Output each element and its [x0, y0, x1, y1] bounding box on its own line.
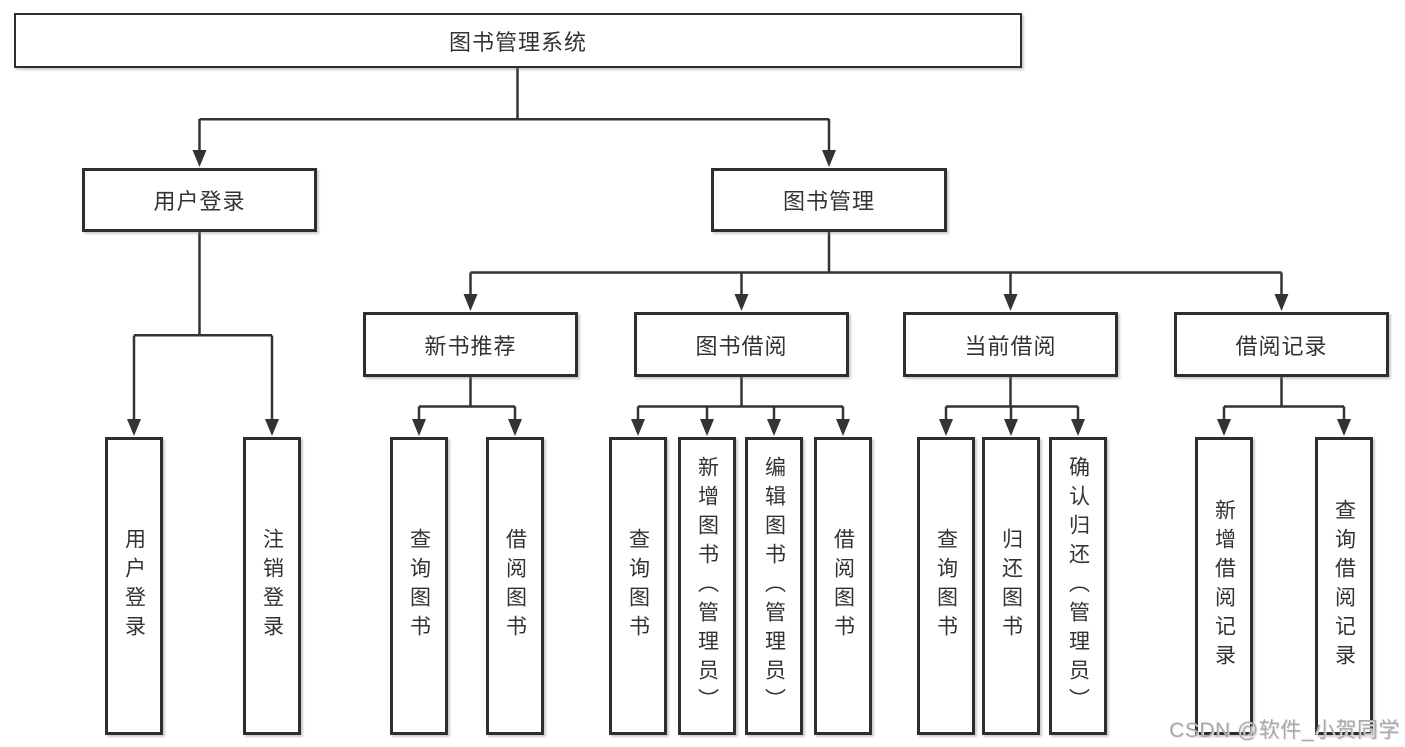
connector-root-to-level2 — [198, 68, 831, 152]
node-book-borrow-label: 图书借阅 — [695, 333, 788, 359]
leaf-borrow-query-label: 查询图书 — [626, 528, 650, 644]
node-root-system: 图书管理系统 — [14, 13, 1022, 68]
leaf-logout: 注销登录 — [243, 437, 301, 735]
connector-borrow-to-leaves — [636, 377, 845, 421]
node-current-borrow-label: 当前借阅 — [964, 333, 1057, 359]
connector-login-to-leaves — [132, 232, 274, 421]
leaf-current-return-label: 归还图书 — [999, 528, 1023, 644]
node-book-management-label: 图书管理 — [782, 189, 875, 214]
arrow-down-icon — [1337, 419, 1351, 436]
connector-records-to-leaves — [1222, 377, 1346, 421]
node-new-book-recommend: 新书推荐 — [363, 312, 578, 377]
arrow-down-icon — [1004, 419, 1018, 436]
arrow-down-icon — [1274, 294, 1289, 311]
arrow-down-icon — [463, 294, 478, 311]
leaf-current-return: 归还图书 — [982, 437, 1040, 735]
connector-management-to-sections — [469, 232, 1283, 296]
node-book-borrow: 图书借阅 — [634, 312, 849, 377]
arrow-down-icon — [192, 150, 207, 167]
leaf-records-add: 新增借阅记录 — [1195, 437, 1253, 735]
connector-newbook-to-leaves — [417, 377, 517, 421]
arrow-down-icon — [508, 419, 522, 436]
leaf-newbook-borrow: 借阅图书 — [486, 437, 544, 735]
leaf-current-confirm-return-label: 确认归还（管理员） — [1066, 455, 1090, 717]
arrow-down-icon — [1217, 419, 1231, 436]
arrow-down-icon — [412, 419, 426, 436]
arrow-down-icon — [939, 419, 953, 436]
connector-current-to-leaves — [944, 377, 1080, 421]
node-current-borrow: 当前借阅 — [903, 312, 1118, 377]
node-user-login: 用户登录 — [82, 168, 317, 232]
leaf-borrow-edit-book: 编辑图书（管理员） — [745, 437, 803, 735]
leaf-borrow-add-book-label: 新增图书（管理员） — [695, 455, 719, 717]
leaf-records-add-label: 新增借阅记录 — [1212, 499, 1236, 673]
arrowheads — [127, 150, 1351, 436]
leaf-newbook-borrow-label: 借阅图书 — [503, 528, 527, 644]
arrow-down-icon — [265, 419, 279, 436]
arrow-down-icon — [836, 419, 850, 436]
arrow-down-icon — [1071, 419, 1085, 436]
node-root-label: 图书管理系统 — [448, 29, 587, 55]
leaf-records-query-label: 查询借阅记录 — [1332, 499, 1356, 673]
leaf-records-query: 查询借阅记录 — [1315, 437, 1373, 735]
node-borrow-records: 借阅记录 — [1174, 312, 1389, 377]
node-book-management: 图书管理 — [711, 168, 947, 232]
arrow-down-icon — [734, 294, 749, 311]
watermark-text: CSDN @软件_小贺同学 — [1169, 719, 1400, 742]
leaf-borrow-edit-book-label: 编辑图书（管理员） — [762, 455, 786, 717]
leaf-newbook-query: 查询图书 — [390, 437, 448, 735]
arrow-down-icon — [127, 419, 141, 436]
arrow-down-icon — [822, 150, 836, 167]
leaf-borrow-borrow-book: 借阅图书 — [814, 437, 872, 735]
leaf-current-query-label: 查询图书 — [934, 528, 958, 644]
node-borrow-records-label: 借阅记录 — [1235, 333, 1328, 359]
leaf-borrow-add-book: 新增图书（管理员） — [678, 437, 736, 735]
leaf-current-query: 查询图书 — [917, 437, 975, 735]
leaf-user-login-label: 用户登录 — [122, 528, 146, 644]
leaf-newbook-query-label: 查询图书 — [407, 528, 431, 644]
leaf-user-login: 用户登录 — [105, 437, 163, 735]
connector-lines — [132, 68, 1346, 421]
leaf-logout-label: 注销登录 — [260, 528, 284, 644]
arrow-down-icon — [631, 419, 645, 436]
arrow-down-icon — [700, 419, 714, 436]
leaf-current-confirm-return: 确认归还（管理员） — [1049, 437, 1107, 735]
arrow-down-icon — [767, 419, 781, 436]
leaf-borrow-query: 查询图书 — [609, 437, 667, 735]
arrow-down-icon — [1003, 294, 1018, 311]
node-new-book-recommend-label: 新书推荐 — [424, 333, 517, 359]
node-user-login-label: 用户登录 — [153, 189, 246, 214]
leaf-borrow-borrow-book-label: 借阅图书 — [831, 528, 855, 644]
